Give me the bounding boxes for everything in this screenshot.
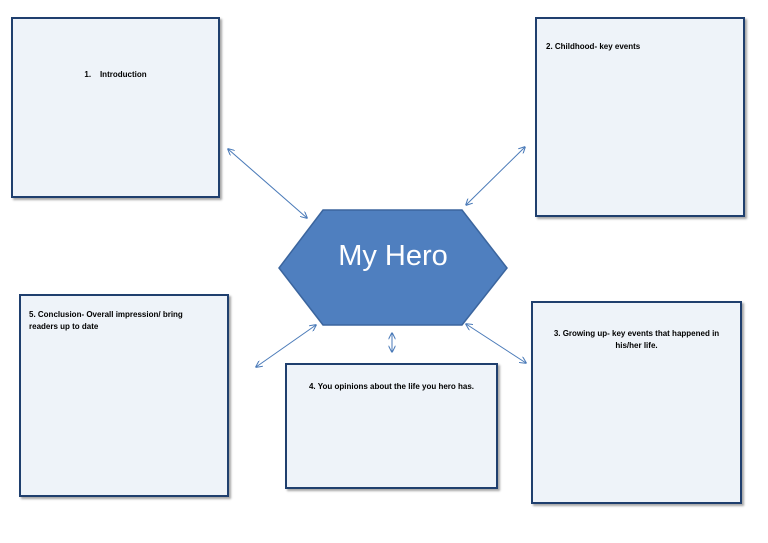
childhood-label: 2. Childhood- key events (546, 42, 641, 51)
conclusion-box: 5. Conclusion- Overall impression/ bring… (19, 294, 229, 497)
conclusion-label: 5. Conclusion- Overall impression/ bring… (29, 310, 183, 331)
childhood-box: 2. Childhood- key events (535, 17, 745, 217)
opinions-label: 4. You opinions about the life you hero … (308, 382, 475, 391)
introduction-label: 1. Introduction (84, 70, 147, 79)
growing-up-label: 3. Growing up- key events that happened … (553, 329, 720, 350)
arrow-growing-up (466, 324, 526, 363)
hero-hexagon (278, 209, 508, 326)
growing-up-box: 3. Growing up- key events that happened … (531, 301, 742, 504)
introduction-box: 1. Introduction (11, 17, 220, 198)
hero-title: My Hero (338, 240, 448, 272)
arrow-introduction (228, 149, 307, 218)
arrow-childhood (466, 147, 525, 205)
arrow-conclusion (256, 325, 316, 367)
opinions-box: 4. You opinions about the life you hero … (285, 363, 498, 489)
